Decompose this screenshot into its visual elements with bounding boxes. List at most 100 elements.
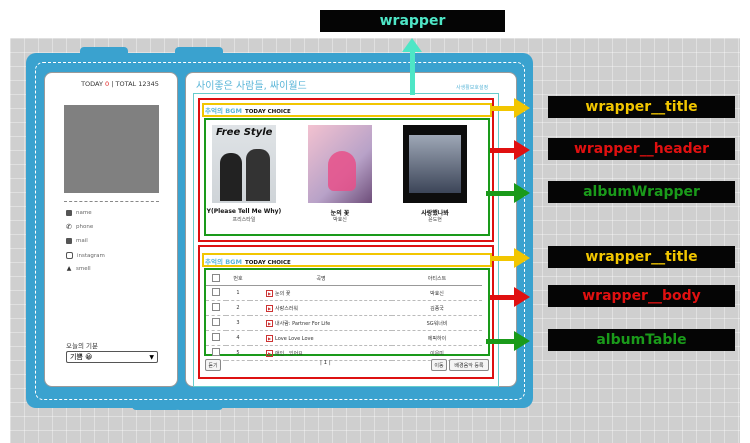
- listen-button[interactable]: 듣기: [205, 359, 221, 371]
- play-icon[interactable]: ▶: [266, 289, 273, 297]
- album-name-2: 눈의 꽃: [330, 210, 350, 217]
- select-all-cell: [206, 272, 226, 286]
- row-checkbox[interactable]: [212, 348, 220, 356]
- bgm-bottom-title-text: 추억의 BGM: [205, 258, 242, 266]
- mood-value: 기쁨 😀: [70, 353, 93, 361]
- table-row: 5 ▶애인...있어요 이은미: [206, 345, 482, 361]
- bgm-top-subtitle: TODAY CHOICE: [244, 109, 291, 115]
- person-icon: [66, 210, 72, 216]
- column-header-number: 번호: [226, 272, 250, 286]
- row-checkbox-cell: [206, 300, 226, 316]
- play-icon[interactable]: ▶: [266, 304, 273, 312]
- book-tab-left: [80, 47, 128, 55]
- row-title-cell: ▶사랑스러워: [250, 300, 392, 316]
- profile-item-label: name: [76, 210, 92, 216]
- row-checkbox[interactable]: [212, 318, 220, 326]
- callout-wrapper: wrapper: [320, 10, 505, 32]
- row-artist: SG워너비: [392, 315, 482, 331]
- play-icon[interactable]: ▶: [266, 319, 273, 327]
- row-checkbox-cell: [206, 315, 226, 331]
- pagination[interactable]: | 1 |: [320, 360, 331, 366]
- row-number: 2: [226, 300, 250, 316]
- album-cover-2[interactable]: [308, 125, 372, 203]
- instagram-icon: [66, 252, 73, 259]
- play-icon[interactable]: ▶: [266, 349, 273, 357]
- mood-select[interactable]: 기쁨 😀 ▼: [66, 351, 158, 363]
- arrow-right-icon: [514, 183, 530, 203]
- callout-wrapper-body: wrapper__body: [548, 285, 735, 307]
- book-stitching: [35, 62, 525, 400]
- row-artist: 박효신: [392, 285, 482, 301]
- smell-icon: ▲: [66, 265, 72, 272]
- album-cover-2-figure: [328, 151, 356, 191]
- privacy-settings-link[interactable]: 사생활보호설정: [456, 85, 489, 91]
- bgm-bottom-subtitle: TODAY CHOICE: [244, 260, 291, 266]
- register-bgm-button[interactable]: 배경음악 등록: [449, 359, 489, 371]
- today-label: TODAY: [81, 80, 103, 88]
- total-label: TOTAL: [115, 80, 137, 88]
- profile-item-label: phone: [76, 224, 94, 230]
- row-number: 5: [226, 345, 250, 361]
- album-name-1: Y(Please Tell Me Why): [206, 208, 282, 215]
- arrow-right-icon: [514, 140, 530, 160]
- callout-wrapper-header: wrapper__header: [548, 138, 735, 160]
- album-cover-3[interactable]: [403, 125, 467, 203]
- wrapper-header-outline: [198, 98, 494, 242]
- callout-wrapper-title-1: wrapper__title: [548, 96, 735, 118]
- album-cover-1[interactable]: Free Style: [212, 125, 276, 203]
- row-number: 4: [226, 330, 250, 346]
- row-title: 사랑스러워: [275, 305, 299, 312]
- move-button[interactable]: 이동: [431, 359, 447, 371]
- arrow-right-icon: [514, 287, 530, 307]
- album-table: 번호 곡명 아티스트 1 ▶눈의 꽃 박효신 2 ▶사랑스러워 김종국 3 ▶내…: [206, 272, 482, 361]
- profile-item-mail: mail: [66, 238, 88, 244]
- row-checkbox[interactable]: [212, 333, 220, 341]
- album-artist-3: 윤도현: [428, 217, 442, 223]
- album-artist-2: 박효신: [333, 217, 347, 223]
- callout-album-table: albumTable: [548, 329, 735, 351]
- album-cover-1-text: Free Style: [216, 127, 273, 138]
- row-title: 눈의 꽃: [275, 290, 291, 297]
- play-icon[interactable]: ▶: [266, 334, 273, 342]
- profile-item-label: mail: [76, 238, 88, 244]
- album-name-3: 사랑했나봐: [421, 210, 449, 217]
- row-number: 3: [226, 315, 250, 331]
- today-value: 0: [105, 80, 110, 88]
- callout-album-wrapper: albumWrapper: [548, 181, 735, 203]
- arrow-title2-shaft: [490, 256, 516, 261]
- chevron-down-icon: ▼: [149, 353, 154, 361]
- table-row: 4 ▶Love Love Love 에픽하이: [206, 330, 482, 346]
- table-header-row: 번호 곡명 아티스트: [206, 272, 482, 286]
- select-all-checkbox[interactable]: [212, 273, 220, 282]
- row-number: 1: [226, 285, 250, 301]
- column-header-title: 곡명: [250, 272, 392, 286]
- profile-divider: [64, 201, 159, 202]
- arrow-right-icon: [514, 98, 530, 118]
- arrow-right-icon: [514, 248, 530, 268]
- profile-item-phone: ✆ phone: [66, 224, 94, 231]
- row-checkbox[interactable]: [212, 303, 220, 311]
- wrapper-body-outline: [198, 245, 494, 379]
- arrow-album-table-shaft: [486, 339, 516, 344]
- row-title-cell: ▶애인...있어요: [250, 345, 392, 361]
- site-title: 사이좋은 사람들, 싸이월드: [196, 81, 307, 92]
- table-row: 3 ▶내사람: Partner For Life SG워너비: [206, 315, 482, 331]
- row-checkbox[interactable]: [212, 288, 220, 296]
- album-cover-1-figure-left: [220, 153, 242, 201]
- column-header-artist: 아티스트: [392, 272, 482, 286]
- row-title: Love Love Love: [275, 335, 314, 342]
- arrow-right-icon: [514, 331, 530, 351]
- row-title: 애인...있어요: [275, 350, 303, 357]
- book-tab-center: [175, 47, 223, 55]
- profile-item-label: smell: [76, 266, 91, 272]
- bgm-top-title-text: 추억의 BGM: [205, 107, 242, 115]
- album-wrapper-outline: [204, 118, 490, 236]
- profile-item-label: instagram: [77, 252, 105, 259]
- table-row: 2 ▶사랑스러워 김종국: [206, 300, 482, 316]
- visit-counter: TODAY 0 | TOTAL 12345: [60, 80, 180, 88]
- album-cover-3-photo: [409, 135, 461, 193]
- arrow-up-icon: [402, 38, 422, 52]
- row-title-cell: ▶Love Love Love: [250, 330, 392, 346]
